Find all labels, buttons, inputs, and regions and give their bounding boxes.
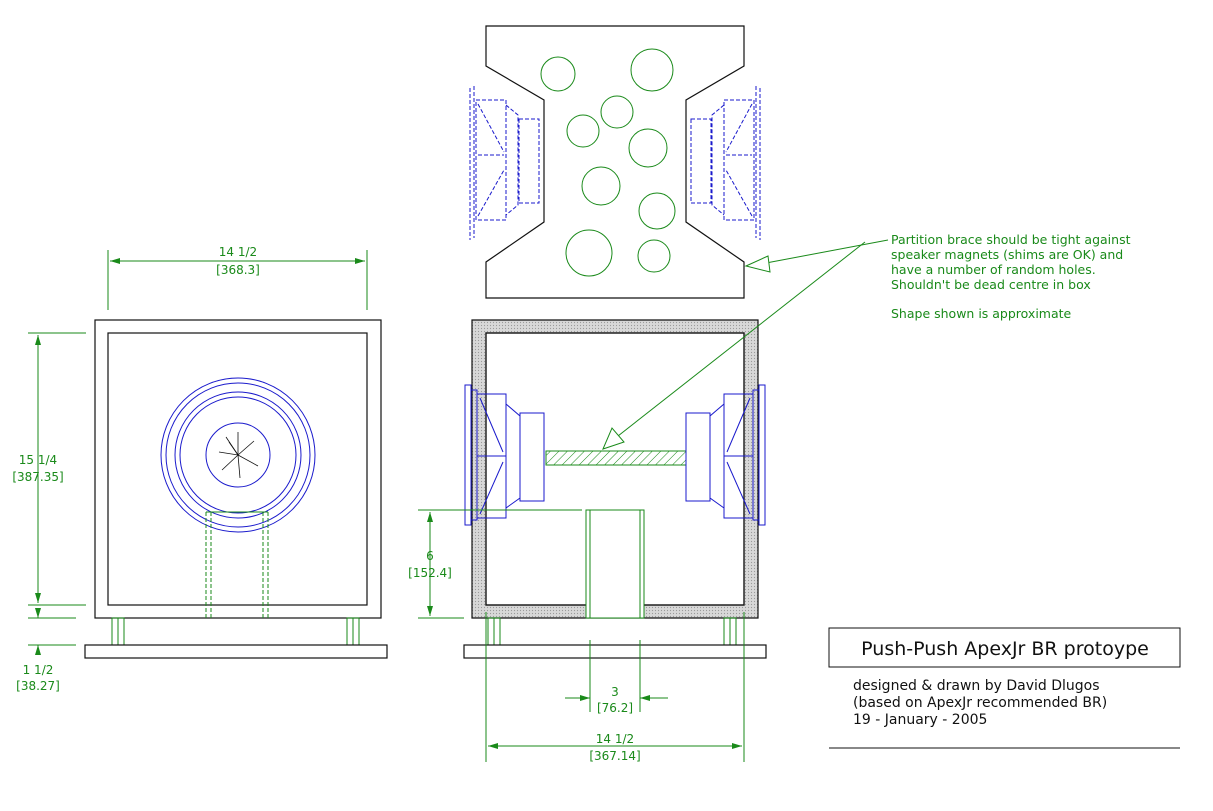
port-width-inch: 3 [611, 685, 619, 699]
note-leader-lines [602, 239, 889, 450]
credit-line-2: (based on ApexJr recommended BR) [853, 695, 1107, 711]
right-driver-top-dashed [690, 86, 761, 240]
foot-height-mm: [38.27] [16, 679, 60, 693]
credit-line-1: designed & drawn by David Dlugos [853, 678, 1100, 694]
partition-brace-top-view [469, 25, 761, 299]
note-line-2: speaker magnets (shims are OK) and [891, 247, 1123, 262]
left-driver-top-dashed [469, 86, 540, 240]
note-line-4: Shouldn't be dead centre in box [891, 277, 1091, 292]
right-driver-section [685, 384, 766, 526]
credit-date: 19 - January - 2005 [853, 712, 987, 728]
foot-height-inch: 1 1/2 [23, 663, 54, 677]
drawing-title: Push-Push ApexJr BR protoype [861, 638, 1149, 660]
port-height-inch: 6 [426, 549, 434, 563]
side-section-view [463, 319, 767, 659]
front-width-mm: [368.3] [216, 263, 260, 277]
left-driver-section [464, 384, 545, 526]
note-line-1: Partition brace should be tight against [891, 232, 1131, 247]
note-line-3: have a number of random holes. [891, 262, 1096, 277]
note-shape: Shape shown is approximate [891, 306, 1072, 321]
side-width-mm: [367.14] [589, 749, 640, 763]
front-view [84, 319, 388, 659]
front-width-inch: 14 1/2 [219, 245, 257, 259]
front-height-inch: 15 1/4 [19, 453, 57, 467]
dimension-lines [28, 250, 745, 762]
port-width-mm: [76.2] [597, 701, 633, 715]
side-width-inch: 14 1/2 [596, 732, 634, 746]
port-height-mm: [152.4] [408, 566, 452, 580]
front-height-mm: [387.35] [12, 470, 63, 484]
